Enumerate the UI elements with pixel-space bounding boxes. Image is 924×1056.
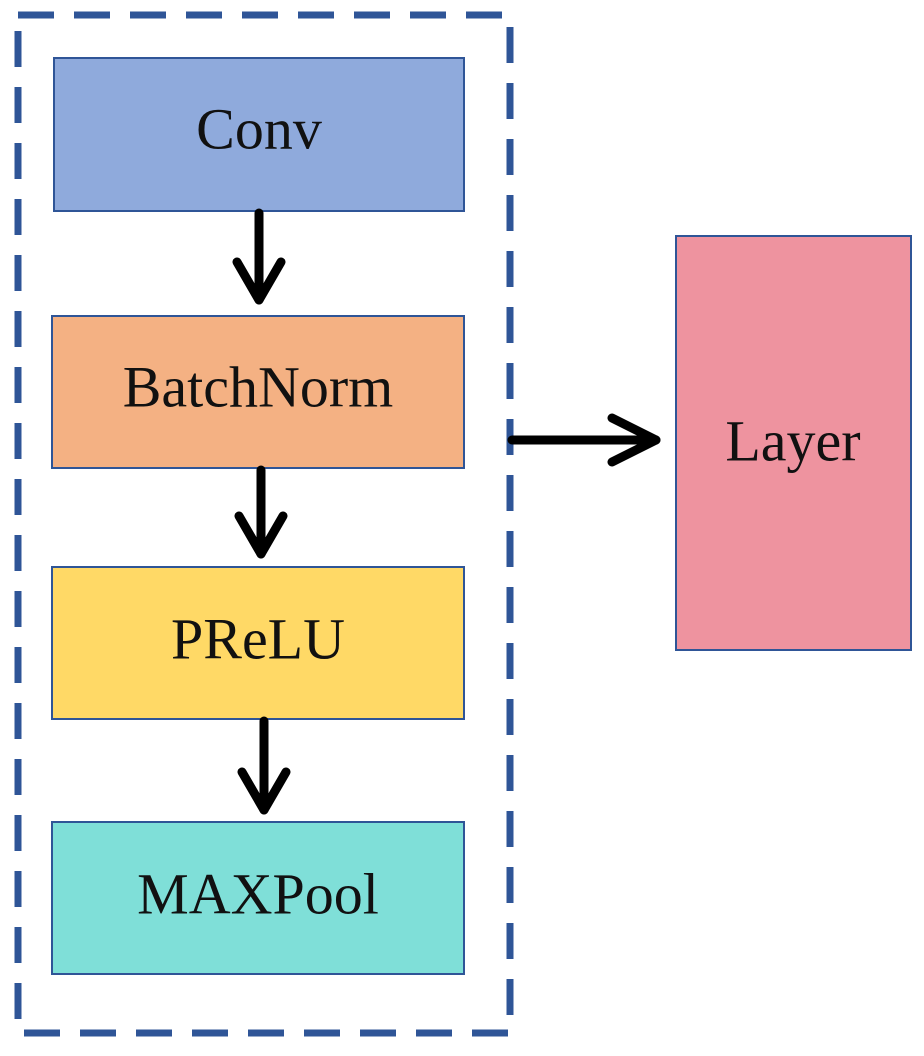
maxpool-block: MAXPool [51, 821, 465, 975]
layer-block: Layer [675, 235, 912, 651]
batchnorm-block-label: BatchNorm [123, 354, 394, 419]
prelu-block-box [51, 566, 465, 720]
layer-block-label: Layer [725, 408, 860, 473]
conv-block: Conv [53, 57, 465, 212]
arrow-batchnorm-to-prelu [234, 465, 288, 559]
prelu-block-label: PReLU [171, 606, 345, 671]
prelu-block: PReLU [51, 566, 465, 720]
maxpool-block-box [51, 821, 465, 975]
batchnorm-block: BatchNorm [51, 315, 465, 469]
block-group-dashed-border [14, 11, 514, 1037]
arrow-prelu-to-maxpool [237, 716, 291, 815]
layer-block-box [675, 235, 912, 651]
arrow-conv-to-batchnorm [232, 208, 286, 305]
maxpool-block-label: MAXPool [137, 861, 379, 926]
conv-block-label: Conv [196, 96, 322, 161]
arrow-group-to-layer [507, 413, 661, 467]
conv-block-box [53, 57, 465, 212]
